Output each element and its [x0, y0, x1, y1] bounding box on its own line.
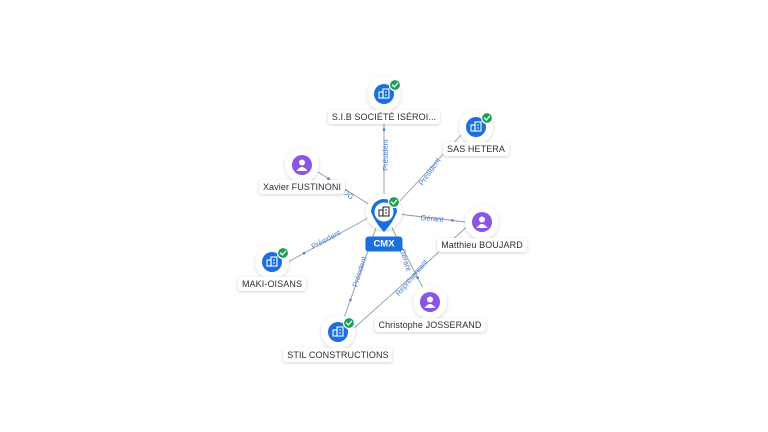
edge-arrow — [302, 251, 306, 255]
person-icon — [476, 216, 488, 228]
edge-arrow — [327, 177, 330, 180]
edge-label: Président — [417, 155, 443, 187]
node-label-matthieu[interactable]: Matthieu BOUJARD — [437, 238, 527, 252]
node-label-xavier[interactable]: Xavier FUSTINONI — [258, 180, 346, 194]
node-label-maki[interactable]: MAKI-OISANS — [237, 277, 307, 291]
building-icon — [378, 206, 390, 217]
check-badge-icon — [480, 111, 494, 125]
node-label-sib[interactable]: S.I.B SOCIÉTÉ ISÉROI... — [327, 110, 441, 124]
building-icon — [266, 256, 278, 267]
check-badge-icon — [342, 316, 356, 330]
building-icon — [470, 121, 482, 132]
node-matthieu[interactable] — [465, 205, 499, 239]
node-sas[interactable] — [459, 110, 494, 144]
edge-line — [287, 217, 369, 263]
edge-arrow — [416, 276, 419, 279]
check-badge-icon — [276, 246, 290, 260]
nodes — [255, 77, 499, 349]
edge-arrow — [451, 219, 454, 222]
node-label-stil[interactable]: STIL CONSTRUCTIONS — [283, 348, 393, 362]
building-icon — [332, 326, 344, 337]
node-label-sas[interactable]: SAS HETERA — [442, 142, 510, 156]
node-sib[interactable] — [367, 77, 402, 111]
person-icon — [424, 296, 436, 308]
edge-label: Président — [381, 138, 390, 171]
node-stil[interactable] — [321, 315, 356, 349]
edge-label: Président — [310, 228, 343, 251]
center-node[interactable] — [366, 194, 402, 232]
node-maki[interactable] — [255, 245, 290, 279]
person-icon — [296, 159, 308, 171]
edge-arrow — [382, 128, 386, 131]
check-badge-icon — [388, 78, 402, 92]
node-label-christophe[interactable]: Christophe JOSSERAND — [374, 318, 486, 332]
edge-label: Gérant — [420, 213, 445, 224]
edge-label: Président — [350, 255, 369, 289]
node-christophe[interactable] — [413, 285, 447, 319]
center-node-label[interactable]: CMX — [365, 236, 403, 252]
building-icon — [378, 88, 390, 99]
edge-arrow — [349, 298, 352, 302]
check-badge-icon — [387, 195, 401, 209]
node-xavier[interactable] — [285, 148, 319, 182]
edge-line — [397, 213, 467, 223]
